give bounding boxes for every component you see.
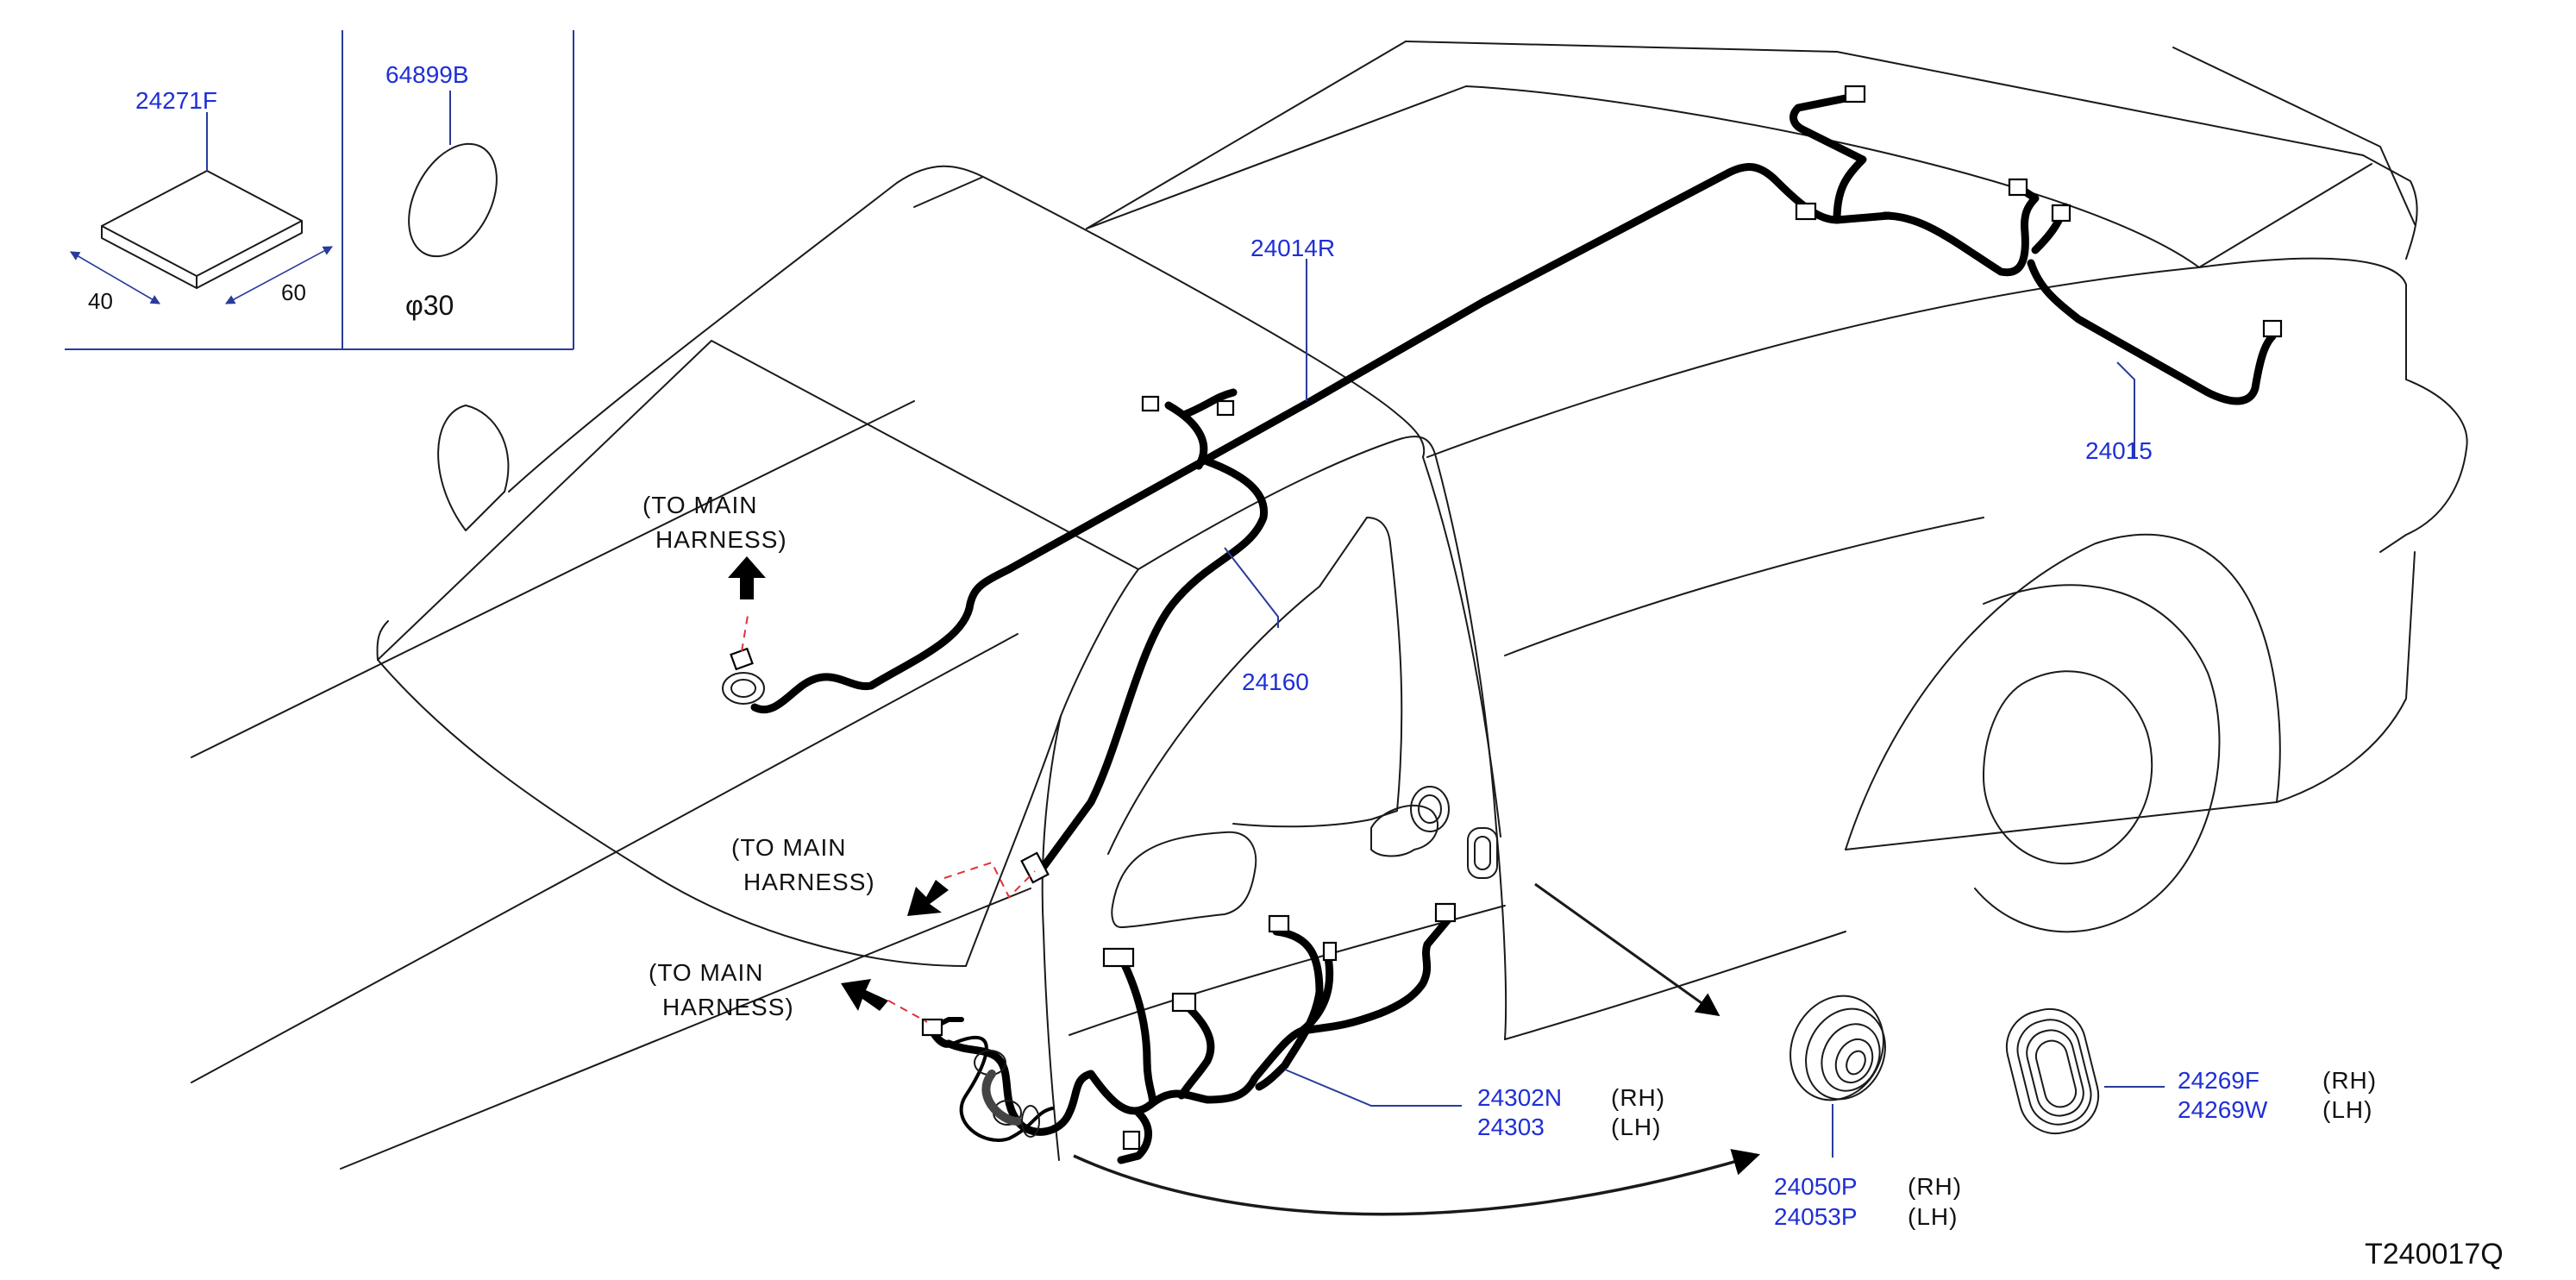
arrow-down-left-icon (907, 880, 949, 916)
diagram-code: T240017Q (2365, 1238, 2504, 1271)
to-main-note-top-line1: (TO MAIN (642, 492, 757, 518)
explode-arrow-lower (1073, 1149, 1761, 1216)
part-number-grommet-rh: 24050P (1774, 1173, 1858, 1200)
part-number-roof-harness: 24014R (1250, 235, 1335, 261)
disc-illustration (408, 142, 498, 258)
disc-diameter: φ30 (405, 290, 454, 321)
side-label-grommet2-lh: (LH) (2322, 1096, 2372, 1123)
arrow-up-icon (728, 556, 766, 599)
connectors (730, 85, 2283, 1151)
side-label-door-lh: (LH) (1611, 1114, 1661, 1140)
body-grommets (722, 672, 1498, 879)
pad-dimension-a: 40 (88, 288, 113, 314)
connection-line-top (741, 610, 749, 652)
disc-part-number: 64899B (385, 61, 469, 88)
grommet-24269F (2005, 1007, 2100, 1135)
to-main-arrows (728, 556, 949, 1011)
truck-outline (191, 41, 2468, 1170)
side-label-door-rh: (RH) (1611, 1084, 1665, 1111)
to-main-note-top-line2: HARNESS) (655, 526, 787, 553)
arrow-left-icon (841, 979, 888, 1011)
to-main-note-middle-line2: HARNESS) (743, 869, 875, 895)
to-main-note-bottom-line1: (TO MAIN (649, 959, 763, 986)
part-number-door-harness-lh: 24303 (1477, 1114, 1545, 1140)
grommet-24050P (1789, 995, 1886, 1101)
roof-harness-24014R (750, 92, 2277, 871)
part-number-rear-harness: 24015 (2085, 437, 2153, 464)
front-harness-grommet (947, 1035, 1054, 1142)
part-number-grommet2-rh: 24269F (2178, 1067, 2259, 1094)
part-number-pillar-harness: 24160 (1242, 668, 1309, 695)
pad-dimension-b: 60 (281, 279, 306, 305)
connection-line-bottom (887, 1000, 928, 1023)
pad-part-number: 24271F (135, 87, 217, 114)
part-number-grommet-lh: 24053P (1774, 1203, 1858, 1230)
to-main-note-middle-line1: (TO MAIN (731, 834, 846, 861)
parts-inset: 24271F 40 60 64899B φ30 (65, 30, 574, 350)
explode-arrow-upper (1534, 882, 1720, 1017)
side-label-grommet2-rh: (RH) (2322, 1067, 2377, 1094)
part-number-door-harness-rh: 24302N (1477, 1084, 1562, 1111)
labels: 24014R 24015 24160 24302N 24303 (RH) (LH… (642, 235, 2504, 1271)
pad-illustration (101, 170, 303, 289)
side-label-grommet-rh: (RH) (1908, 1173, 1962, 1200)
to-main-note-bottom-line2: HARNESS) (662, 994, 794, 1020)
part-number-grommet2-lh: 24269W (2178, 1096, 2268, 1123)
side-label-grommet-lh: (LH) (1908, 1203, 1958, 1230)
connection-line-middle (943, 861, 1036, 899)
